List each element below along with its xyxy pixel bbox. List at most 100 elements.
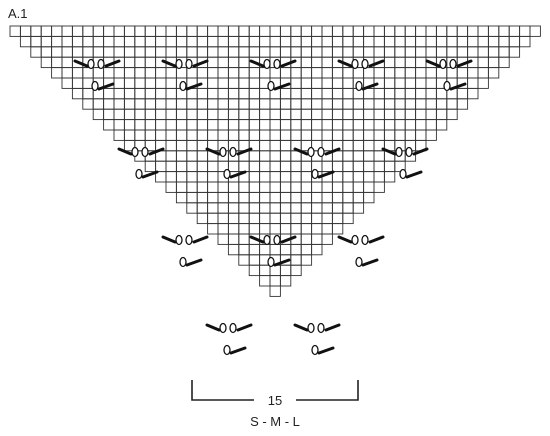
chart-square bbox=[165, 160, 177, 173]
chart-square bbox=[300, 87, 313, 100]
chart-square bbox=[144, 46, 157, 58]
chart-square bbox=[71, 87, 84, 100]
chart-square bbox=[477, 35, 489, 48]
chart-square bbox=[269, 139, 281, 152]
chart-square bbox=[311, 243, 323, 256]
chart-square bbox=[311, 108, 323, 121]
chart-square bbox=[311, 119, 323, 131]
chart-square bbox=[321, 212, 333, 225]
chart-square bbox=[238, 67, 250, 79]
chart-square bbox=[363, 25, 375, 37]
chart-square bbox=[196, 212, 209, 225]
chart-square bbox=[311, 35, 323, 48]
chart-square bbox=[123, 98, 136, 110]
chart-square bbox=[331, 160, 344, 173]
chart-square bbox=[331, 212, 344, 225]
chart-square bbox=[82, 98, 94, 110]
chart-square bbox=[207, 67, 219, 79]
chart-square bbox=[248, 181, 261, 193]
chart-square bbox=[279, 25, 292, 37]
chart-square bbox=[175, 35, 188, 48]
chart-square bbox=[279, 139, 292, 152]
chart-square bbox=[175, 46, 188, 58]
chart-square bbox=[300, 171, 313, 183]
chart-square bbox=[259, 150, 271, 162]
chart-square bbox=[342, 150, 354, 162]
chart-square bbox=[415, 56, 427, 69]
chart-square bbox=[331, 171, 344, 183]
chart-square bbox=[155, 35, 167, 48]
chart-square bbox=[248, 98, 261, 110]
lace-motif-icon bbox=[293, 322, 341, 356]
lace-motif-icon bbox=[161, 58, 209, 92]
chart-square bbox=[103, 119, 115, 131]
chart-square bbox=[269, 160, 281, 173]
chart-square bbox=[352, 139, 365, 152]
chart-square bbox=[227, 46, 240, 58]
chart-square bbox=[300, 25, 313, 37]
chart-square bbox=[113, 77, 125, 89]
chart-square bbox=[331, 98, 344, 110]
chart-square bbox=[103, 25, 115, 37]
chart-square bbox=[165, 46, 177, 58]
chart-square bbox=[269, 119, 281, 131]
chart-square bbox=[477, 46, 489, 58]
chart-square bbox=[207, 25, 219, 37]
chart-square bbox=[227, 25, 240, 37]
chart-square bbox=[196, 150, 209, 162]
chart-square bbox=[456, 46, 469, 58]
chart-square bbox=[227, 212, 240, 225]
chart-square bbox=[259, 171, 271, 183]
lace-motif-icon bbox=[73, 58, 121, 92]
chart-square bbox=[186, 46, 198, 58]
chart-square bbox=[373, 160, 385, 173]
chart-square bbox=[404, 77, 417, 89]
chart-square bbox=[259, 243, 271, 256]
chart-square bbox=[165, 87, 177, 100]
chart-square bbox=[404, 87, 417, 100]
chart-square bbox=[383, 160, 396, 173]
chart-square bbox=[144, 129, 157, 141]
chart-square bbox=[227, 191, 240, 204]
chart-square bbox=[415, 108, 427, 121]
chart-square bbox=[186, 108, 198, 121]
chart-square bbox=[248, 150, 261, 162]
chart-square bbox=[321, 160, 333, 173]
chart-square bbox=[186, 98, 198, 110]
chart-square bbox=[383, 67, 396, 79]
chart-square bbox=[227, 129, 240, 141]
chart-square bbox=[269, 275, 281, 287]
chart-square bbox=[435, 25, 448, 37]
chart-square bbox=[134, 25, 146, 37]
chart-square bbox=[321, 67, 333, 79]
chart-square bbox=[238, 98, 250, 110]
chart-square bbox=[196, 171, 209, 183]
chart-square bbox=[279, 35, 292, 48]
chart-square bbox=[165, 181, 177, 193]
chart-square bbox=[363, 191, 375, 204]
stitch-count-label: 15 bbox=[268, 393, 282, 408]
chart-square bbox=[269, 25, 281, 37]
chart-square bbox=[217, 56, 229, 69]
chart-square bbox=[238, 233, 250, 245]
chart-square bbox=[113, 129, 125, 141]
chart-square bbox=[415, 46, 427, 58]
chart-square bbox=[342, 67, 354, 79]
chart-square bbox=[435, 67, 448, 79]
chart-square bbox=[363, 67, 375, 79]
chart-square bbox=[186, 139, 198, 152]
chart-square bbox=[227, 243, 240, 256]
chart-square bbox=[259, 119, 271, 131]
chart-square bbox=[404, 35, 417, 48]
chart-square bbox=[425, 25, 437, 37]
chart-square bbox=[92, 46, 105, 58]
chart-square bbox=[248, 202, 261, 214]
chart-square bbox=[404, 129, 417, 141]
chart-square bbox=[51, 67, 63, 79]
chart-square bbox=[331, 87, 344, 100]
chart-square bbox=[227, 35, 240, 48]
chart-square bbox=[508, 46, 521, 58]
chart-square bbox=[227, 181, 240, 193]
chart-square bbox=[279, 129, 292, 141]
chart-square bbox=[279, 87, 292, 100]
